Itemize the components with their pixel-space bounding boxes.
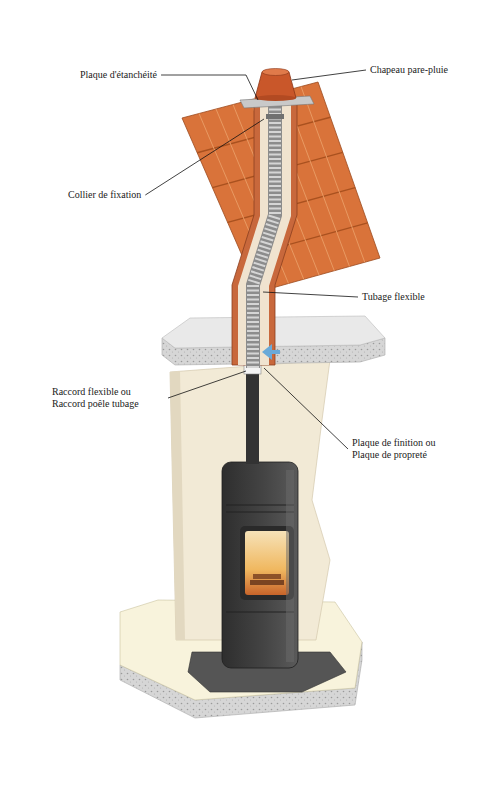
stove-part bbox=[240, 526, 294, 600]
rain-cap-part bbox=[255, 95, 296, 101]
stove-part bbox=[253, 574, 281, 579]
flexible-liner-part bbox=[266, 114, 284, 119]
flexible-liner bbox=[253, 98, 284, 368]
stove-part bbox=[226, 512, 294, 513]
leader-line bbox=[264, 368, 348, 449]
sealing-plate-part bbox=[240, 96, 314, 108]
roof-part bbox=[301, 87, 365, 263]
stove bbox=[222, 462, 298, 668]
part-label: Raccord flexible ou Raccord poêle tubage bbox=[52, 386, 164, 410]
vent-arrow bbox=[262, 344, 280, 360]
part-label: Tubage flexible bbox=[362, 291, 425, 303]
sealing-plate bbox=[240, 96, 314, 108]
stove-part bbox=[286, 470, 294, 662]
vent-arrow-part bbox=[262, 344, 280, 360]
rain-cap-part bbox=[255, 72, 296, 98]
part-label: Collier de fixation bbox=[68, 189, 141, 201]
stove-pipe bbox=[244, 364, 261, 464]
stove-part bbox=[222, 462, 298, 668]
back-wall-part bbox=[170, 371, 185, 640]
rain-cap bbox=[255, 69, 296, 102]
stove-part bbox=[245, 531, 289, 595]
flexible-liner-part bbox=[253, 98, 275, 368]
leader-line bbox=[168, 371, 246, 398]
part-label: Plaque de finition ou Plaque de propreté bbox=[352, 437, 464, 461]
stove-part bbox=[250, 580, 284, 585]
flexible-liner-part bbox=[253, 98, 275, 368]
leader-line bbox=[161, 75, 258, 100]
leader-line bbox=[145, 119, 264, 195]
leader-line bbox=[292, 70, 366, 80]
part-label: Plaque d'étanchéité bbox=[80, 69, 157, 81]
stove-pipe-part bbox=[246, 372, 259, 464]
leader-line bbox=[263, 292, 358, 297]
stove-part bbox=[226, 505, 294, 506]
part-label: Chapeau pare-pluie bbox=[370, 64, 448, 76]
rain-cap-part bbox=[262, 69, 289, 76]
stove-part bbox=[226, 612, 294, 613]
